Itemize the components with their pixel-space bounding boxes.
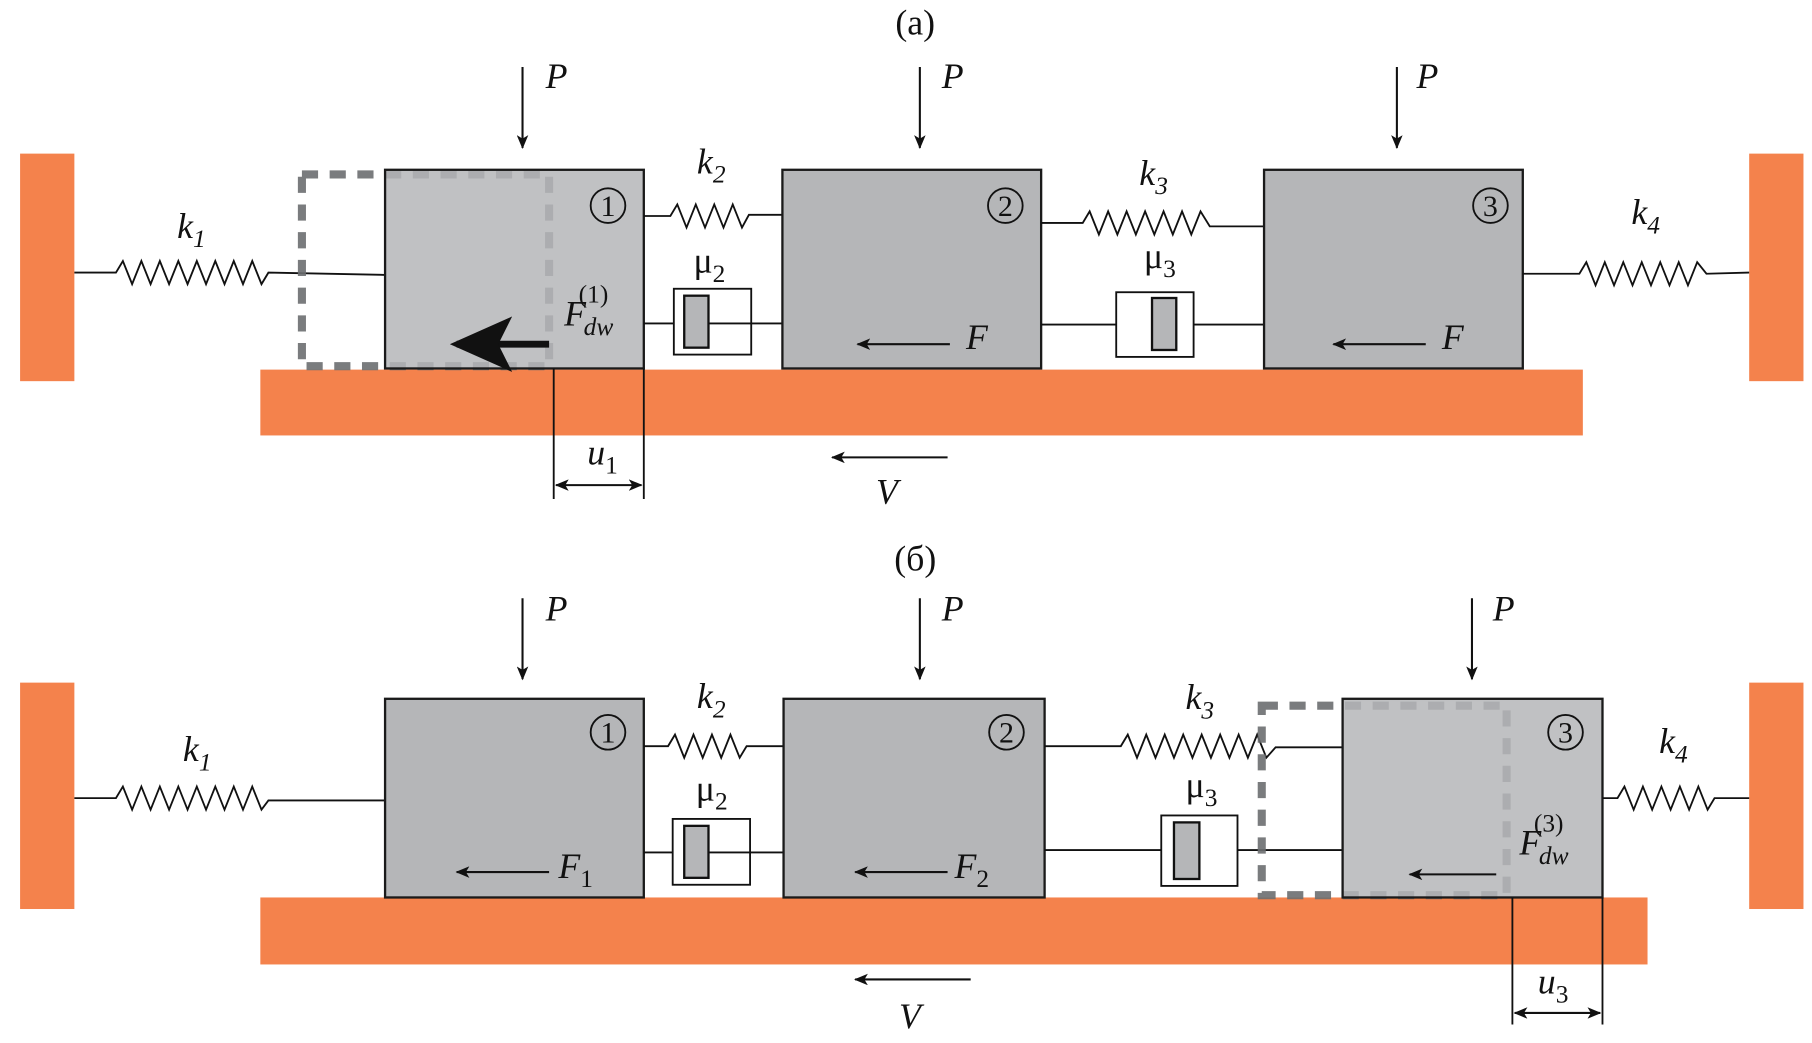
right-wall-b [1749,682,1804,910]
load-label-2-b: P [941,588,964,628]
block-3-number-circle [1472,187,1509,224]
block-2-number: 2 [998,190,1013,223]
load-label-3: P [1416,56,1439,96]
load-label-1-b: P [545,588,568,628]
force-label-2: F [965,317,989,357]
displacement-u3-dimension [1511,897,1604,1025]
spring-k3-label: k3 [1139,153,1168,200]
right-wall [1749,153,1804,382]
force-label-3: F [1441,317,1465,357]
damper-mu2-label-b: μ2 [696,768,728,815]
block-1-number-b: 1 [600,717,615,750]
damper-mu2-label: μ2 [693,241,725,288]
displacement-u1-dimension [552,368,645,499]
panel-a: (a) k1 1 Fdw(1) P P P k2 [20,3,1804,512]
velocity-label-b: V [899,996,925,1036]
block-3-number-b: 3 [1558,717,1573,750]
panel-b: (б) k1 P P P 1 F1 k2 μ2 [20,539,1804,1036]
left-wall-b [20,682,75,910]
spring-k2-label: k2 [697,141,726,188]
spring-k3-b [1044,732,1343,761]
spring-k1-b [74,784,386,813]
block-2 [781,168,1043,370]
panel-a-label: (a) [895,3,935,43]
block-1 [383,168,645,370]
block-1-number: 1 [600,190,615,223]
spring-k1-label: k1 [177,206,206,253]
spring-k3 [1041,208,1265,237]
moving-base-b [260,897,1648,965]
damper-mu3-b [1044,814,1343,887]
moving-base [260,369,1583,436]
block-3-number: 3 [1483,190,1498,223]
block-3 [1262,168,1524,370]
block-2-number-b: 2 [999,717,1014,750]
damper-mu3-label: μ3 [1144,236,1176,283]
damper-mu3 [1041,291,1265,358]
load-label-3-b: P [1492,588,1515,628]
block-3-number-circle-b [1547,714,1584,751]
velocity-label-a: V [876,472,902,512]
spring-k2-b [643,732,784,761]
load-label-2: P [941,56,964,96]
spring-k4-b [1602,784,1750,813]
left-wall [20,153,75,382]
block-3-b [1341,697,1604,899]
displacement-u3-label: u3 [1538,961,1569,1008]
spring-k1-label-b: k1 [183,729,212,776]
force-fdw1-label: Fdw(1) [563,281,613,341]
block-2-number-circle [987,187,1024,224]
spring-k1 [74,258,386,287]
spring-k2 [643,201,783,231]
block-2-number-circle-b [988,714,1025,751]
spring-k3-label-b: k3 [1186,677,1215,724]
damper-mu2 [643,287,783,356]
load-label-1: P [545,56,568,96]
displacement-u1-label: u1 [587,432,618,479]
force-label-2-b: F2 [954,846,990,893]
damper-mu3-label-b: μ3 [1186,765,1218,812]
spring-k4-label: k4 [1631,192,1660,239]
spring-k2-label-b: k2 [697,676,726,723]
block-1-b [383,697,645,899]
spring-k4 [1522,259,1750,288]
panel-b-label: (б) [894,539,936,579]
block-2-b [782,697,1046,899]
spring-k4-label-b: k4 [1659,721,1688,768]
damper-mu2-b [643,817,784,886]
force-label-1-b: F1 [557,846,593,893]
block-1-number-circle-b [589,714,627,751]
block-1-number-circle [589,187,627,224]
force-fdw3-label: Fdw(3) [1518,810,1568,870]
